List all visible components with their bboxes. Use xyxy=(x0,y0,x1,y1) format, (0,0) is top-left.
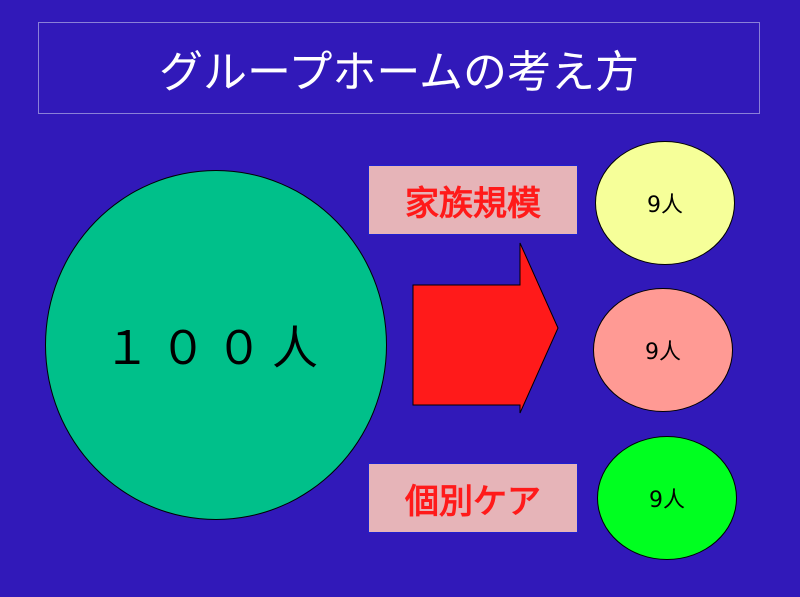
small-group-label: 9人 xyxy=(647,193,683,218)
large-group-label: １００人 xyxy=(104,321,328,375)
individual-care-label: 個別ケア xyxy=(368,463,578,533)
slide-title: グループホームの考え方 xyxy=(38,22,760,114)
family-scale-label: 家族規模 xyxy=(368,165,578,235)
small-group-circle-pink: 9人 xyxy=(593,288,733,412)
small-group-circle-green: 9人 xyxy=(597,436,737,560)
small-group-circle-yellow: 9人 xyxy=(595,141,735,265)
large-group-circle: １００人 xyxy=(45,170,387,520)
right-arrow-icon xyxy=(412,242,559,414)
small-group-label: 9人 xyxy=(645,340,681,365)
arrow-shape xyxy=(412,242,559,414)
small-group-label: 9人 xyxy=(649,488,685,513)
